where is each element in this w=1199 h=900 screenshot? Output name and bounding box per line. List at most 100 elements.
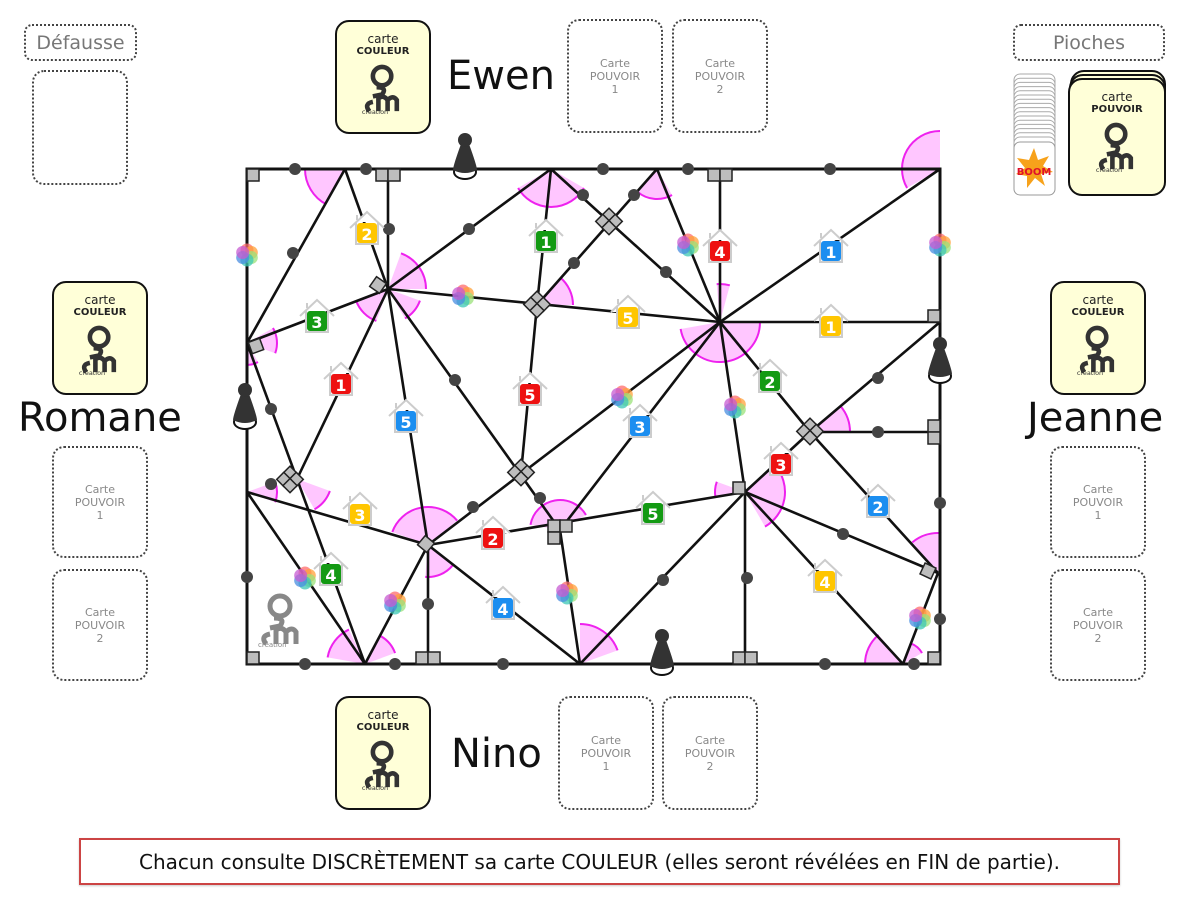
pawn-ewen[interactable]	[453, 133, 477, 180]
path-node[interactable]	[660, 266, 672, 278]
path-node[interactable]	[241, 571, 253, 583]
pawn-romane[interactable]	[233, 383, 257, 430]
path-node[interactable]	[837, 528, 849, 540]
path-node[interactable]	[287, 247, 299, 259]
pawn-jeanne[interactable]	[928, 337, 952, 384]
angle-wedge	[810, 406, 850, 432]
house-blue-1[interactable]: 1	[813, 228, 849, 263]
path-node[interactable]	[577, 189, 589, 201]
house-green-1[interactable]: 1	[528, 218, 564, 253]
angle-arc	[559, 276, 574, 306]
card-line1: Carte	[590, 733, 622, 747]
pawn-nino[interactable]	[650, 629, 674, 676]
flower-icon[interactable]	[611, 385, 633, 409]
card-line1: Carte	[84, 605, 116, 619]
house-red-1[interactable]: 1	[323, 361, 359, 396]
boom-deck[interactable]: BOOM	[1013, 72, 1057, 197]
path-node[interactable]	[422, 598, 434, 610]
path-node[interactable]	[568, 257, 580, 269]
path-node[interactable]	[265, 478, 277, 490]
house-yellow-3[interactable]: 3	[342, 491, 378, 526]
house-green-3[interactable]: 3	[299, 298, 335, 333]
house-yellow-4[interactable]: 4	[807, 558, 843, 593]
power-deck[interactable]: carte POUVOIR création	[1068, 70, 1168, 196]
house-red-2[interactable]: 2	[475, 515, 511, 550]
house-red-5[interactable]: 5	[512, 371, 548, 406]
discard-pile-slot[interactable]	[32, 70, 128, 185]
house-number: 5	[524, 386, 535, 405]
house-red-4[interactable]: 4	[702, 228, 738, 263]
path-node[interactable]	[934, 613, 946, 625]
house-badge	[821, 316, 841, 336]
path-node[interactable]	[741, 572, 753, 584]
romane-color-card[interactable]: carte COULEUR création	[52, 281, 148, 395]
path-node[interactable]	[682, 163, 694, 175]
path-node[interactable]	[908, 658, 920, 670]
board-path	[246, 490, 429, 547]
flower-icon[interactable]	[556, 581, 578, 605]
flower-icon[interactable]	[294, 566, 316, 590]
svg-text:création: création	[362, 108, 388, 116]
nino-color-card[interactable]: carte COULEUR création	[335, 696, 431, 810]
jeanne-color-card[interactable]: carte COULEUR création	[1050, 281, 1146, 395]
flower-icon[interactable]	[724, 395, 746, 419]
path-node[interactable]	[289, 163, 301, 175]
path-node[interactable]	[628, 189, 640, 201]
house-badge	[520, 384, 540, 404]
path-node[interactable]	[383, 223, 395, 235]
flower-icon[interactable]	[236, 243, 258, 267]
card-line2: COULEUR	[356, 46, 410, 57]
house-badge	[710, 241, 730, 261]
flower-icon[interactable]	[677, 233, 699, 257]
path-node[interactable]	[299, 658, 311, 670]
house-green-4[interactable]: 4	[313, 551, 349, 586]
path-node[interactable]	[934, 497, 946, 509]
house-blue-2[interactable]: 2	[860, 483, 896, 518]
path-node[interactable]	[534, 492, 546, 504]
path-node[interactable]	[497, 658, 509, 670]
angle-wedge	[912, 533, 942, 573]
house-red-3[interactable]: 3	[763, 441, 799, 476]
path-node[interactable]	[819, 658, 831, 670]
house-blue-4[interactable]: 4	[485, 585, 521, 620]
angle-wedge	[425, 545, 453, 577]
house-green-2[interactable]: 2	[752, 358, 788, 393]
path-node[interactable]	[872, 426, 884, 438]
card-line1: Carte	[599, 56, 631, 70]
flower-icon[interactable]	[929, 233, 951, 257]
flower-icon[interactable]	[452, 284, 474, 308]
path-node[interactable]	[872, 372, 884, 384]
ewen-color-card[interactable]: carte COULEUR création	[335, 20, 431, 134]
path-node[interactable]	[824, 163, 836, 175]
house-badge	[350, 504, 370, 524]
house-green-5[interactable]: 5	[635, 490, 671, 525]
house-yellow-5[interactable]: 5	[610, 294, 646, 329]
path-node[interactable]	[467, 501, 479, 513]
path-node[interactable]	[360, 163, 372, 175]
flower-icon[interactable]	[909, 606, 931, 630]
path-node[interactable]	[389, 658, 401, 670]
boom-deck-stack: BOOM	[1013, 73, 1056, 196]
path-node[interactable]	[449, 374, 461, 386]
house-yellow-2[interactable]: 2	[349, 210, 385, 245]
angle-arc	[716, 283, 731, 287]
card-line2: POUVOIR	[589, 69, 641, 83]
path-node[interactable]	[463, 223, 475, 235]
house-yellow-1[interactable]: 1	[813, 303, 849, 338]
house-blue-3[interactable]: 3	[622, 403, 658, 438]
path-node[interactable]	[597, 163, 609, 175]
path-node[interactable]	[265, 403, 277, 415]
house-blue-5[interactable]: 5	[388, 398, 424, 433]
house-badge	[357, 223, 377, 243]
path-node[interactable]	[657, 574, 669, 586]
flower-icon[interactable]	[384, 591, 406, 615]
